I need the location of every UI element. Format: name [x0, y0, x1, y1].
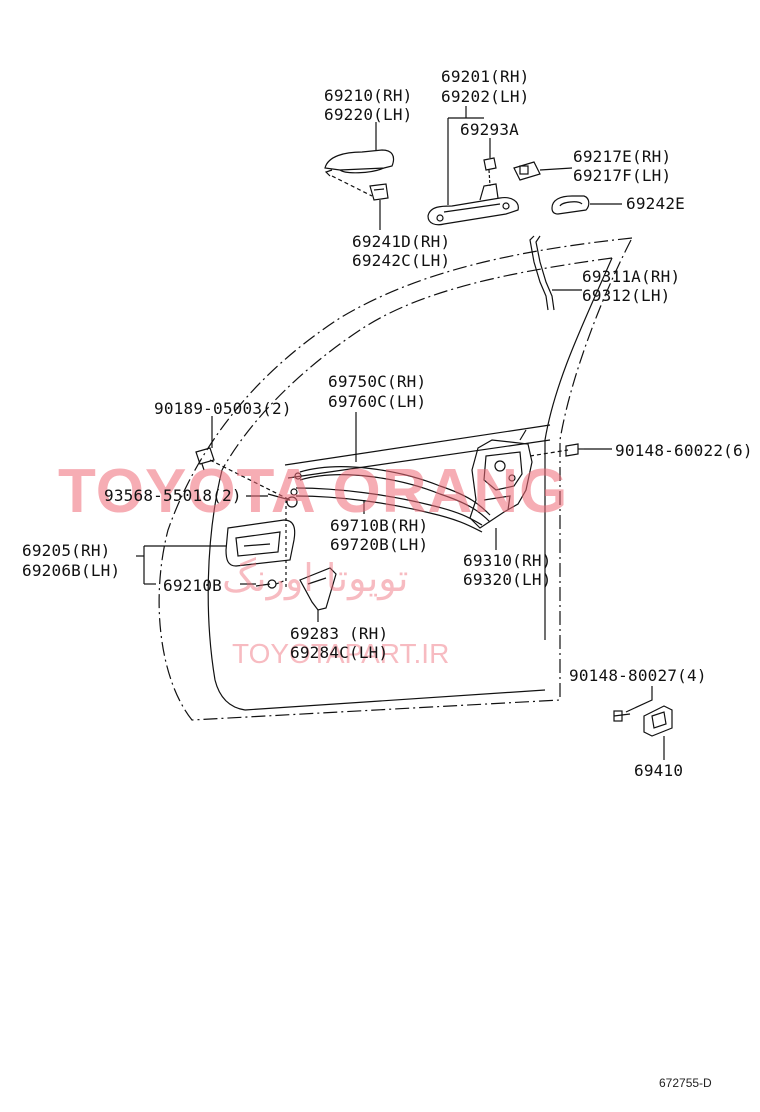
outside-handle	[324, 149, 395, 197]
handle-bezel	[299, 567, 337, 611]
inside-handle	[225, 519, 296, 567]
label-69220: 69220(LH)	[324, 105, 413, 124]
label-69201: 69201(RH)	[441, 67, 530, 86]
lock-cables	[290, 466, 491, 533]
label-69710b: 69710B(RH)	[330, 516, 429, 535]
screw-90148-60022	[565, 443, 584, 457]
label-93568: 93568-55018(2)	[104, 486, 242, 505]
handle-frame	[427, 183, 519, 226]
label-69217e: 69217E(RH)	[573, 147, 672, 166]
label-69750c: 69750C(RH)	[328, 372, 427, 391]
leader-lines	[136, 106, 665, 760]
door-lock-assembly	[469, 429, 569, 529]
label-69410: 69410	[634, 761, 684, 780]
label-69720b: 69720B(LH)	[330, 535, 429, 554]
screw-93568	[267, 493, 298, 508]
label-69206b: 69206B(LH)	[22, 561, 121, 580]
door-panel-outline	[158, 237, 634, 721]
label-90148-80027: 90148-80027(4)	[569, 666, 707, 685]
clip-90189	[195, 447, 291, 501]
label-69202: 69202(LH)	[441, 87, 530, 106]
label-69311a: 69311A(RH)	[582, 267, 681, 286]
label-69205: 69205(RH)	[22, 541, 111, 560]
label-69310: 69310(RH)	[463, 551, 552, 570]
label-69210-rh: 69210(RH)	[324, 86, 413, 105]
label-69320: 69320(LH)	[463, 570, 552, 589]
screw-69210b	[255, 500, 287, 590]
label-69760c: 69760C(LH)	[328, 392, 427, 411]
label-69242c: 69242C(LH)	[352, 251, 451, 270]
handle-pad	[369, 183, 389, 201]
label-90148-60022: 90148-60022(6)	[615, 441, 753, 460]
door-lock-striker	[613, 705, 673, 737]
lock-rod	[529, 235, 555, 311]
label-69241d: 69241D(RH)	[352, 232, 451, 251]
label-69242e: 69242E	[626, 194, 685, 213]
lock-cylinder	[513, 161, 541, 181]
label-69284c: 69284C(LH)	[290, 643, 389, 662]
diagram-reference-code: 672755-D	[659, 1076, 712, 1090]
label-69283: 69283 (RH)	[290, 624, 389, 643]
label-69293a: 69293A	[460, 120, 519, 139]
label-69312: 69312(LH)	[582, 286, 671, 305]
cylinder-gasket	[551, 195, 590, 215]
label-69210b: 69210B	[163, 576, 222, 595]
label-90189: 90189-05003(2)	[154, 399, 292, 418]
clip-69293a	[483, 157, 497, 187]
label-69217f: 69217F(LH)	[573, 166, 672, 185]
